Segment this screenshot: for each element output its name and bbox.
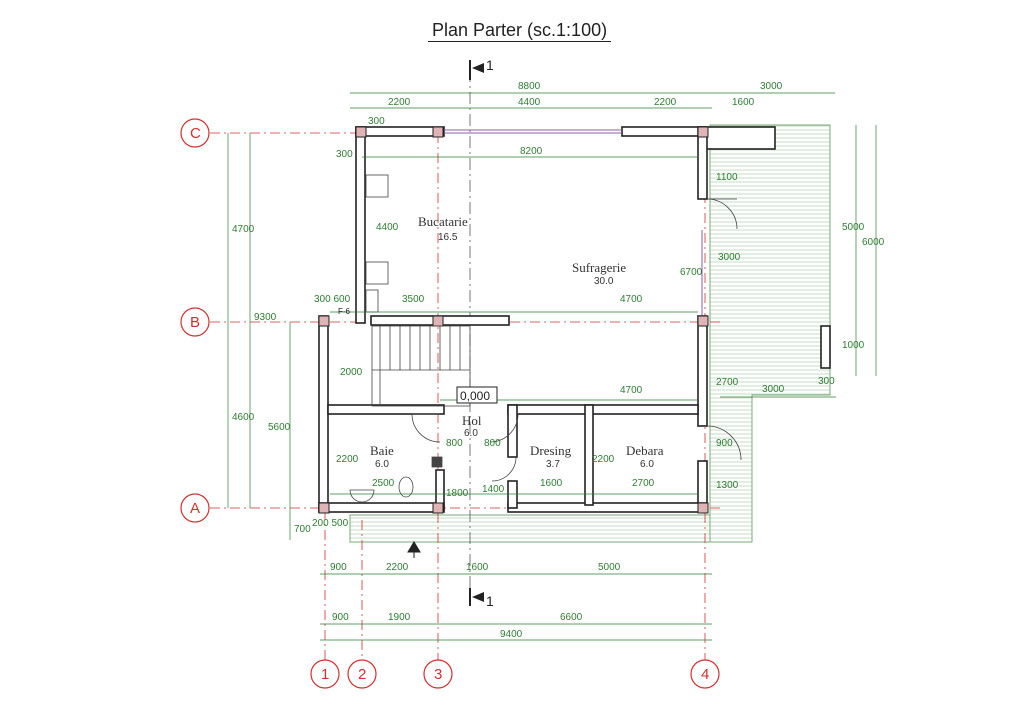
dim-bot1-b: 2200 xyxy=(386,562,409,573)
terrace-deck xyxy=(349,124,831,543)
room-area-baie: 6.0 xyxy=(375,459,389,470)
dim-bot3-total: 9400 xyxy=(500,629,523,640)
staircase xyxy=(371,325,471,407)
dim-bot2-a: 900 xyxy=(332,612,349,623)
room-area-debara: 6.0 xyxy=(640,459,654,470)
dim-int-1800: 1800 xyxy=(446,488,469,499)
dim-int-900: 900 xyxy=(716,438,733,449)
dim-top-d: 1600 xyxy=(732,97,755,108)
dim-bot1-c: 1600 xyxy=(466,562,489,573)
dim-left-4700: 4700 xyxy=(232,224,255,235)
dim-int-2500: 2500 xyxy=(372,478,395,489)
room-name-sufragerie: Sufragerie xyxy=(572,260,626,275)
dim-top-total: 8800 xyxy=(518,81,541,92)
dim-left-4600: 4600 xyxy=(232,412,255,423)
room-name-dresing: Dresing xyxy=(530,443,572,458)
dim-int-4700-hol: 4700 xyxy=(620,385,643,396)
dim-bot2-c: 6600 xyxy=(560,612,583,623)
room-name-debara: Debara xyxy=(626,443,664,458)
room-area-bucatarie: 16.5 xyxy=(438,232,458,243)
dim-deck-3000: 3000 xyxy=(762,384,785,395)
columns xyxy=(318,126,709,514)
dim-int-1100: 1100 xyxy=(716,172,738,183)
dim-int-800-b: 800 xyxy=(484,438,501,449)
dim-right-1000: 1000 xyxy=(842,340,865,351)
dim-bot1-d: 5000 xyxy=(598,562,621,573)
dim-int-1600-d: 1600 xyxy=(540,478,563,489)
room-area-sufragerie: 30.0 xyxy=(594,276,614,287)
axis-label-a: A xyxy=(190,500,200,517)
level-marker-box xyxy=(456,386,498,404)
entrance-arrow xyxy=(407,541,421,558)
axis-label-3: 3 xyxy=(434,666,442,683)
dim-top-c: 2200 xyxy=(654,97,677,108)
kitchen-counter xyxy=(365,174,389,313)
room-area-hol: 6.0 xyxy=(464,428,478,439)
dim-right-5000: 5000 xyxy=(842,222,865,233)
dim-left-9300: 9300 xyxy=(254,312,277,323)
dim-int-6700: 6700 xyxy=(680,267,703,278)
axis-label-c: C xyxy=(190,125,201,142)
label-f6: F-6 xyxy=(338,307,351,316)
room-name-baie: Baie xyxy=(370,443,394,458)
axis-label-1: 1 xyxy=(321,666,329,683)
dim-int-2700: 2700 xyxy=(716,377,739,388)
section-mark-bottom xyxy=(469,588,484,606)
dim-left-5600: 5600 xyxy=(268,422,291,433)
dim-top-a: 2200 xyxy=(388,97,411,108)
room-name-hol: Hol xyxy=(462,413,482,428)
section-mark-top xyxy=(469,60,484,80)
dim-int-4700-b: 4700 xyxy=(620,294,643,305)
dim-top-right: 3000 xyxy=(760,81,783,92)
axis-bubbles xyxy=(180,118,720,689)
bath-fixtures xyxy=(349,456,443,503)
level-marker: 0,000 xyxy=(460,389,490,403)
dim-int-3500: 3500 xyxy=(402,294,425,305)
dim-int-800-a: 800 xyxy=(446,438,463,449)
room-area-dresing: 3.7 xyxy=(546,459,560,470)
axis-label-2: 2 xyxy=(358,666,366,683)
dim-bot1-a: 900 xyxy=(330,562,347,573)
dim-int-1300: 1300 xyxy=(716,480,739,491)
dim-int-700: 700 xyxy=(294,524,311,535)
dim-int-1400: 1400 xyxy=(482,484,505,495)
axis-label-b: B xyxy=(190,314,200,331)
dim-int-300-top: 300 xyxy=(368,116,385,127)
dim-int-2700-d: 2700 xyxy=(632,478,655,489)
dim-int-2200-d: 2200 xyxy=(592,454,615,465)
dim-int-8200: 8200 xyxy=(520,146,543,157)
dim-int-2200-baie: 2200 xyxy=(336,454,359,465)
dim-bot2-b: 1900 xyxy=(388,612,411,623)
dim-int-300-r: 300 xyxy=(818,376,835,387)
doors xyxy=(411,198,742,482)
dim-int-4400: 4400 xyxy=(376,222,399,233)
dim-right-6000: 6000 xyxy=(862,237,885,248)
windows xyxy=(444,129,703,316)
dim-int-200-500: 200 500 xyxy=(312,518,349,529)
dim-top-b: 4400 xyxy=(518,97,541,108)
section-label-bottom: 1 xyxy=(486,593,494,609)
dim-int-300-left: 300 xyxy=(336,149,353,160)
room-name-bucatarie: Bucatarie xyxy=(418,214,468,229)
dim-int-300-600: 300 600 xyxy=(314,294,351,305)
plan-title: Plan Parter (sc.1:100) xyxy=(428,20,612,42)
section-label-top: 1 xyxy=(486,57,494,73)
dim-int-2000: 2000 xyxy=(340,367,363,378)
axis-label-4: 4 xyxy=(701,666,709,683)
dim-int-3000: 3000 xyxy=(718,252,741,263)
